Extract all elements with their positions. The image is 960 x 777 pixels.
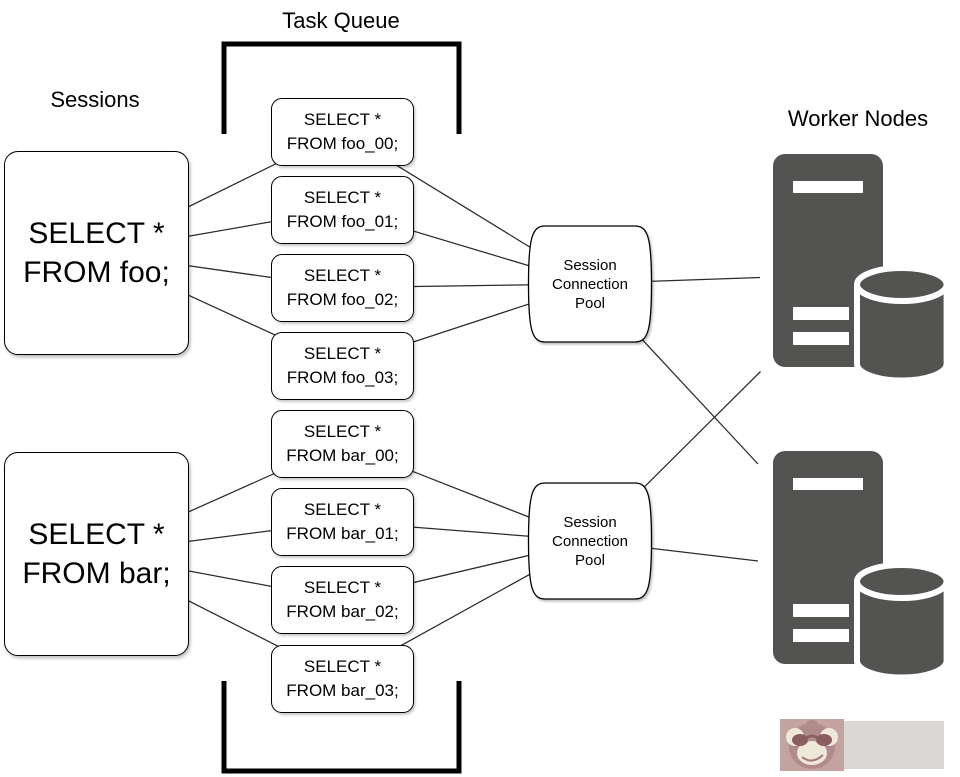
server-slot (793, 181, 863, 193)
sessions-label: Sessions (50, 87, 140, 112)
session-connection-pool-label: Session Connection Pool (530, 483, 650, 599)
pool-label-line: Session (563, 513, 617, 531)
connector-lines (95, 130, 761, 680)
task-box-bar-02: SELECT * FROM bar_02; (271, 566, 414, 634)
worker-nodes-label: Worker Nodes (787, 106, 929, 131)
session-connection-pool-label: Session Connection Pool (530, 226, 650, 342)
server-vent-bar (793, 629, 849, 642)
task-box-foo-03: SELECT * FROM foo_03; (271, 332, 414, 400)
session-box-foo: SELECT * FROM foo; (4, 151, 189, 355)
task-query-line: SELECT * (303, 344, 382, 363)
pool-label-line: Session (563, 256, 617, 274)
task-box-bar-01: SELECT * FROM bar_01; (271, 488, 414, 556)
server-vent-bar (793, 604, 849, 617)
pool-label-line: Pool (574, 294, 606, 312)
task-query-line: FROM foo_01; (286, 212, 399, 231)
watermark-bar (844, 721, 944, 769)
task-queue-bracket-top (221, 41, 462, 134)
pool-label-line: Connection (552, 275, 628, 293)
database-cylinder-icon (854, 265, 950, 384)
task-queue-bracket-bottom (221, 681, 462, 774)
session-box-bar: SELECT * FROM bar; (4, 452, 189, 656)
pool-label-line: Connection (552, 532, 628, 550)
smile-line (801, 754, 824, 762)
task-queue-label: Task Queue (282, 8, 400, 33)
task-query-line: FROM bar_00; (286, 446, 399, 465)
task-box-bar-03: SELECT * FROM bar_03; (271, 645, 414, 713)
task-query-line: FROM foo_02; (286, 290, 399, 309)
task-query-line: SELECT * (303, 500, 382, 519)
task-query-line: SELECT * (303, 578, 382, 597)
session-query-line: SELECT * (28, 518, 165, 551)
session-query-line: FROM foo; (23, 256, 170, 289)
task-query-line: FROM foo_00; (286, 134, 399, 153)
task-query-line: SELECT * (303, 188, 382, 207)
task-query-line: FROM bar_01; (286, 524, 399, 543)
task-query-line: SELECT * (303, 422, 382, 441)
task-query-line: FROM foo_03; (286, 368, 399, 387)
task-query-line: SELECT * (303, 110, 382, 129)
session-query-line: FROM bar; (22, 557, 171, 590)
task-box-foo-01: SELECT * FROM foo_01; (271, 176, 414, 244)
worker-node-icon (773, 154, 950, 384)
task-query-line: SELECT * (303, 657, 382, 676)
server-slot (793, 478, 863, 490)
worker-node-icon (773, 451, 950, 681)
server-vent-bar (793, 332, 849, 345)
task-query-line: FROM bar_03; (286, 681, 399, 700)
sunglasses-icon (792, 734, 808, 746)
session-query-line: SELECT * (28, 217, 165, 250)
monkey-face-icon (786, 720, 838, 769)
task-box-bar-00: SELECT * FROM bar_00; (271, 410, 414, 478)
task-box-foo-02: SELECT * FROM foo_02; (271, 254, 414, 322)
task-query-line: SELECT * (303, 266, 382, 285)
session-connection-pool-shape (527, 482, 653, 600)
task-query-line: FROM bar_02; (286, 602, 399, 621)
session-connection-pool-shape (527, 225, 653, 343)
server-vent-bar (793, 307, 849, 320)
database-cylinder-icon (854, 562, 950, 681)
watermark-logo (780, 719, 944, 771)
task-box-foo-00: SELECT * FROM foo_00; (271, 98, 414, 166)
pool-label-line: Pool (574, 551, 606, 569)
